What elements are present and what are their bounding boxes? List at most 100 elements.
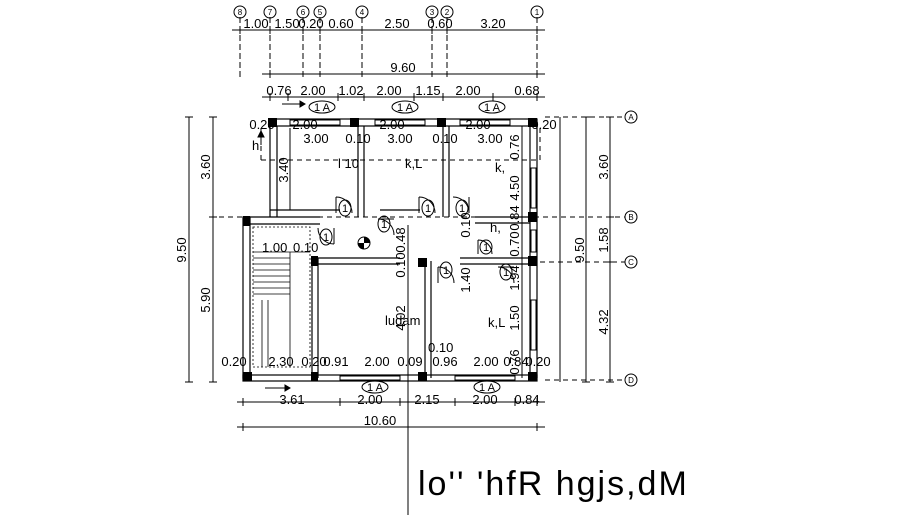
dimension-text: 2.50 xyxy=(384,16,409,31)
grid-label: A xyxy=(628,113,634,122)
window-tag: 1 A xyxy=(479,382,496,394)
door-tag: 1 xyxy=(443,265,449,277)
grid-label: 7 xyxy=(268,8,273,17)
door-tag: 1 xyxy=(425,203,431,215)
dimension-text: 2.00 xyxy=(376,83,401,98)
stair-well xyxy=(252,226,311,368)
dimension-text: 0.84 xyxy=(507,205,522,230)
dimension-text: 0.20 xyxy=(221,354,246,369)
dimension-text: 1.00 xyxy=(262,240,287,255)
dimension-text: 1.50 xyxy=(507,305,522,330)
dimension-text: 0.20 xyxy=(525,354,550,369)
left-bottom-text: 5.90 xyxy=(198,287,213,312)
columns xyxy=(243,118,537,381)
right-dimensions xyxy=(521,116,614,383)
left-top-text: 3.60 xyxy=(198,154,213,179)
window-tag: 1 A xyxy=(367,382,384,394)
window-tag: 1 A xyxy=(484,102,501,114)
grid-label: 6 xyxy=(301,8,306,17)
grid-label: 2 xyxy=(445,8,450,17)
dimension-text: 0.20 xyxy=(531,117,556,132)
dimension-text: 2.00 xyxy=(292,117,317,132)
dimension-text: 2.15 xyxy=(414,392,439,407)
dimension-text: 1.40 xyxy=(458,267,473,292)
top-grid-labels: 8 7 6 5 4 3 2 1 xyxy=(238,8,540,17)
dimension-text: 2.00 xyxy=(364,354,389,369)
dimension-text: 0.70 xyxy=(507,231,522,256)
dimension-text: 0.68 xyxy=(514,83,539,98)
dimension-text: 2.00 xyxy=(455,83,480,98)
dimension-text: 2.00 xyxy=(357,392,382,407)
room-label: h, xyxy=(490,220,501,235)
dimension-text: 0.60 xyxy=(427,16,452,31)
door-tag: 1 xyxy=(459,203,465,215)
window-tag: 1 A xyxy=(397,102,414,114)
dimension-text: 2.30 xyxy=(268,354,293,369)
section-markers xyxy=(257,100,306,392)
top-dimension-row-1 xyxy=(232,26,545,34)
bottom-total-text: 10.60 xyxy=(364,413,397,428)
grid-label: 5 xyxy=(318,8,323,17)
top-total-text: 9.60 xyxy=(390,60,415,75)
door-tag: 1 xyxy=(483,242,489,254)
dimension-text: 3.00 xyxy=(303,131,328,146)
right-grid-axes xyxy=(624,110,638,387)
left-total-text: 9.50 xyxy=(174,237,189,262)
dimension-text: 1.02 xyxy=(338,83,363,98)
room-label: l 10 xyxy=(338,156,359,171)
room-label: k, xyxy=(495,160,505,175)
dimension-text: 0.10 xyxy=(458,212,473,237)
dimension-text: 1.15 xyxy=(415,83,440,98)
dimension-text: 0.10 xyxy=(345,131,370,146)
dimension-text: 0.20 xyxy=(249,117,274,132)
dimension-text: 1.94 xyxy=(507,265,522,290)
door-tag: 1 xyxy=(381,219,387,231)
dimension-text: 0.84 xyxy=(514,392,539,407)
dimension-text: 3.61 xyxy=(279,392,304,407)
dimension-text: 0.91 xyxy=(323,354,348,369)
right-total-text: 9.50 xyxy=(572,237,587,262)
room-label: ludam xyxy=(385,313,420,328)
left-dimensions xyxy=(185,116,291,383)
right-segment-text: 4.32 xyxy=(596,309,611,334)
dimension-text: 3.20 xyxy=(480,16,505,31)
dimension-text: 3.00 xyxy=(387,131,412,146)
top-total-dimension xyxy=(262,70,545,78)
window-tags xyxy=(308,100,506,394)
grid-label: C xyxy=(628,258,634,267)
grid-label: 4 xyxy=(360,8,365,17)
door-tags xyxy=(319,199,513,281)
windows xyxy=(289,119,537,381)
dimension-text: 1.50 xyxy=(274,16,299,31)
dimension-text: 0.10 xyxy=(428,340,453,355)
dimension-text: 0.96 xyxy=(432,354,457,369)
dimension-text: 0.76 xyxy=(507,134,522,159)
doors xyxy=(317,196,515,284)
room-label: k,L xyxy=(488,315,505,330)
drawing-title: lo'' 'hfR hgjs,dM xyxy=(418,465,689,503)
dimension-text: 0.10 xyxy=(393,252,408,277)
left-inner-text: 3.40 xyxy=(276,157,291,182)
top-dimension-row-2 xyxy=(262,93,545,101)
dimension-text: 0.76 xyxy=(507,349,522,374)
right-segment-text: 3.60 xyxy=(596,154,611,179)
dimension-text: 0.48 xyxy=(393,227,408,252)
right-segment-text: 1.58 xyxy=(596,227,611,252)
bottom-dimensions xyxy=(237,398,545,431)
dimension-text: 2.00 xyxy=(300,83,325,98)
dimension-text: 0.09 xyxy=(397,354,422,369)
grid-label: 3 xyxy=(430,8,435,17)
dimension-text: 0.20 xyxy=(298,16,323,31)
grid-label: 8 xyxy=(238,8,243,17)
door-tag: 1 xyxy=(342,203,348,215)
dimension-text: 0.10 xyxy=(432,131,457,146)
dimension-text: 0.84 xyxy=(503,354,528,369)
room-label: k,L xyxy=(405,156,422,171)
dimension-text: 2.00 xyxy=(379,117,404,132)
window-tag: 1 A xyxy=(314,102,331,114)
dimension-text: 0.60 xyxy=(328,16,353,31)
dimension-text: 0.20 xyxy=(301,354,326,369)
dimension-text: 4.50 xyxy=(507,175,522,200)
grid-label: B xyxy=(628,213,633,222)
